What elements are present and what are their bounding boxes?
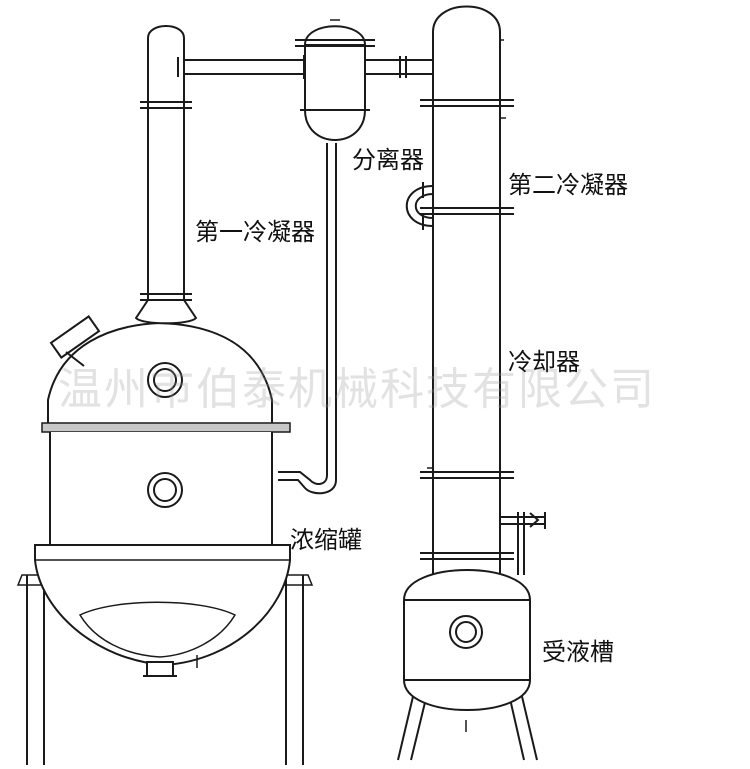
label-separator: 分离器: [352, 146, 424, 174]
tank-bottom-outlet: [143, 655, 198, 677]
first-condenser: [134, 25, 198, 325]
sight-glass-lower: [147, 472, 183, 508]
label-receiver-tank: 受液槽: [542, 638, 614, 666]
second-condenser-cooler-column: [420, 5, 514, 586]
tank-shell: [49, 432, 273, 546]
label-cooler: 冷却器: [508, 348, 580, 376]
cooler-valve: [500, 512, 546, 575]
sight-glass-upper: [147, 362, 183, 398]
condenser-side-loop: [405, 182, 434, 230]
vapor-pipe: [177, 55, 305, 79]
tank-top-flange: [41, 422, 291, 433]
tank-manhole: [49, 315, 101, 367]
label-concentration-tank: 浓缩罐: [290, 526, 362, 554]
return-line: [278, 143, 337, 495]
label-second-condenser: 第二冷凝器: [508, 171, 628, 199]
separator: [295, 19, 375, 141]
label-first-condenser: 第一冷凝器: [195, 218, 315, 246]
concentration-tank: [16, 315, 314, 765]
tank-inner-jacket: [78, 601, 237, 658]
tank-bottom-dome: [34, 544, 291, 667]
separator-outlet-pipe: [364, 56, 437, 78]
company-watermark: 温州市伯泰机械科技有限公司: [58, 364, 656, 415]
receiver-tank: [397, 569, 538, 761]
